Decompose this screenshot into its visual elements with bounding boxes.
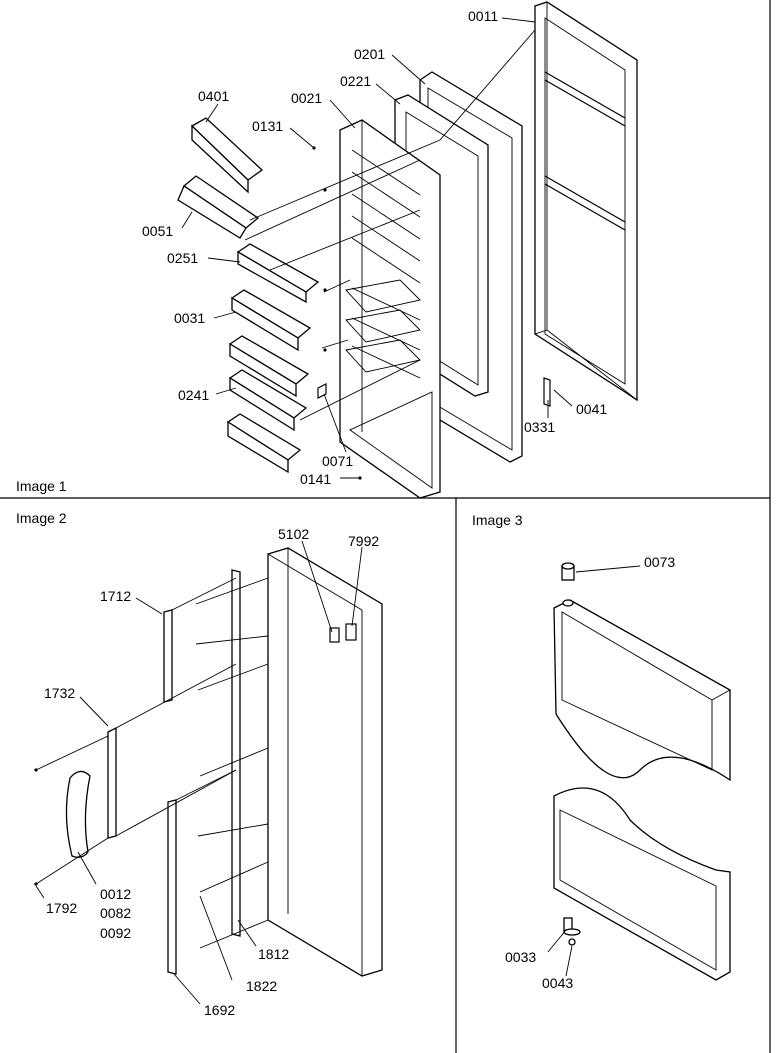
bin-0031-a [230, 289, 312, 352]
label-0401: 0401 [198, 88, 229, 104]
handle-part [65, 770, 91, 858]
top-bushing [561, 562, 575, 607]
bottom-hinge [563, 917, 581, 946]
label-7992: 7992 [348, 533, 379, 549]
image3-leaders [547, 565, 641, 977]
image1-assembly-lines [244, 29, 536, 421]
label-0082: 0082 [100, 905, 131, 921]
label-1732: 1732 [44, 685, 75, 701]
label-0051: 0051 [142, 223, 173, 239]
trim-strips [107, 569, 241, 975]
label-0241: 0241 [178, 387, 209, 403]
label-1822: 1822 [246, 978, 277, 994]
label-0141: 0141 [300, 471, 331, 487]
label-5102: 5102 [278, 526, 309, 542]
label-1812: 1812 [258, 946, 289, 962]
bin-0251 [236, 243, 320, 304]
inner-door-liner [339, 119, 441, 499]
image2-leaders [35, 540, 363, 1005]
label-0251: 0251 [167, 250, 198, 266]
door-bottom-corner [553, 787, 731, 981]
door-top-corner [553, 599, 731, 782]
label-0201: 0201 [354, 46, 385, 62]
label-0131: 0131 [252, 118, 283, 134]
image1-title: Image 1 [16, 478, 67, 494]
label-0041: 0041 [576, 401, 607, 417]
image1-panel: Image 1 [16, 1, 638, 499]
label-0021: 0021 [291, 90, 322, 106]
label-0031: 0031 [174, 310, 205, 326]
image2-panel: Image 2 [16, 510, 383, 1018]
outer-door-panel [534, 1, 638, 402]
image3-title: Image 3 [472, 512, 523, 528]
bin-0051 [177, 175, 260, 239]
label-0012: 0012 [100, 886, 131, 902]
bin-0241 [228, 369, 308, 432]
bin-bottom [226, 413, 302, 474]
label-0011: 0011 [468, 8, 498, 24]
door-bins [177, 117, 320, 474]
bin-0401 [190, 117, 264, 194]
label-0071: 0071 [322, 453, 353, 469]
clip-0071 [317, 383, 327, 399]
image2-title: Image 2 [16, 510, 67, 526]
hinge-pin-0331 [543, 377, 551, 407]
bin-0031-b [228, 335, 310, 398]
label-1792: 1792 [46, 900, 77, 916]
image3-panel: Image 3 [472, 512, 731, 991]
label-0043: 0043 [542, 975, 573, 991]
label-0331: 0331 [524, 419, 555, 435]
door-slab [267, 547, 383, 977]
image1-leaders [181, 17, 573, 480]
label-0221: 0221 [340, 73, 371, 89]
label-1712: 1712 [100, 588, 131, 604]
label-0092: 0092 [100, 925, 131, 941]
image2-assembly-lines [34, 577, 269, 949]
label-0073: 0073 [644, 554, 675, 570]
label-1692: 1692 [204, 1002, 235, 1018]
label-0033: 0033 [505, 949, 536, 965]
